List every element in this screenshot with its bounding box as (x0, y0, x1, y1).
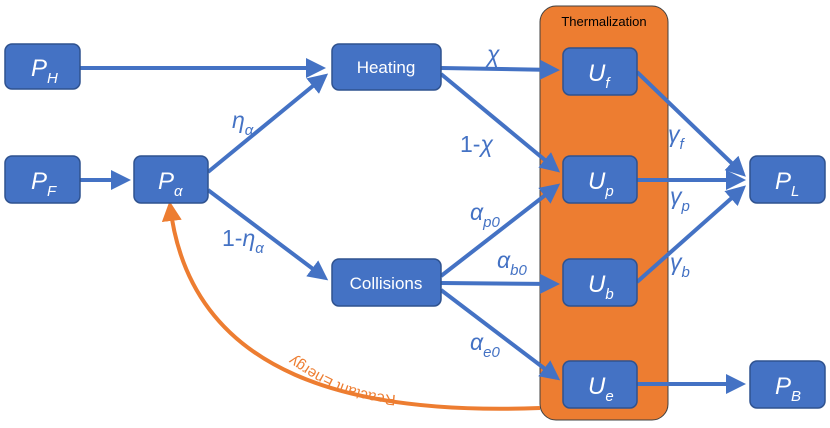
node-heating: Heating (331, 43, 442, 91)
node-collisions: Collisions (331, 258, 442, 307)
node-u-b-label: Ub (588, 271, 614, 303)
label-gamma-p: γp (670, 183, 690, 215)
reactant-energy-arrow (161, 201, 541, 411)
node-p-l: PL (749, 155, 826, 204)
node-u-e-label: Ue (588, 373, 614, 405)
node-u-f-label: Uf (588, 60, 611, 92)
edge-ub-pl (635, 185, 746, 284)
edge-heating-up (439, 72, 561, 173)
node-u-b-box (562, 258, 638, 307)
node-u-f-box (562, 47, 638, 96)
node-p-l-box (749, 155, 826, 204)
node-p-b: PB (749, 360, 826, 409)
edge-palpha-collisions (206, 188, 329, 281)
node-u-p: Up (562, 155, 638, 204)
node-collisions-box (331, 258, 442, 307)
node-p-f-label: PF (31, 168, 57, 200)
label-alpha-e0: αe0 (470, 329, 500, 361)
edge-collisions-ub (440, 273, 560, 294)
node-p-alpha-box (133, 155, 209, 204)
edge-palpha-heating (206, 73, 329, 174)
label-alpha-p0: αp0 (470, 199, 500, 231)
node-p-h: PH (4, 43, 81, 90)
node-heating-box (331, 43, 442, 91)
label-gamma-b: γb (670, 249, 690, 281)
label-chi: χ (485, 41, 500, 67)
node-u-e: Ue (562, 360, 638, 409)
thermalization-title: Thermalization (561, 14, 646, 29)
edge-heating-uf (440, 59, 560, 80)
node-p-alpha: Pα (133, 155, 209, 204)
label-alpha-b0: αb0 (497, 247, 527, 279)
node-p-l-label: PL (775, 168, 799, 200)
node-p-f-box (4, 155, 81, 204)
label-one-minus-chi: 1-χ (460, 131, 493, 157)
label-one-minus-eta-alpha: 1-ηα (222, 225, 264, 257)
node-p-b-label: PB (775, 373, 801, 405)
nodes: PH PF Pα Heating Collisions Uf Up Ub (4, 43, 826, 409)
thermalization-group: Thermalization (539, 5, 669, 421)
node-u-p-box (562, 155, 638, 204)
edge-labels: ηα 1-ηα χ 1-χ αp0 αb0 αe0 γf γp γb (222, 41, 690, 361)
node-collisions-label: Collisions (350, 274, 423, 293)
node-u-e-box (562, 360, 638, 409)
node-p-h-label: PH (31, 55, 58, 87)
node-p-f: PF (4, 155, 81, 204)
node-u-b: Ub (562, 258, 638, 307)
edges (80, 58, 746, 394)
node-p-alpha-label: Pα (158, 168, 183, 200)
node-p-b-box (749, 360, 826, 409)
node-u-p-label: Up (588, 168, 614, 200)
node-u-f: Uf (562, 47, 638, 96)
label-eta-alpha: ηα (232, 107, 254, 139)
node-p-h-box (4, 43, 81, 90)
thermalization-box (539, 5, 669, 421)
edge-uf-pl (635, 70, 746, 177)
node-heating-label: Heating (357, 58, 416, 77)
label-gamma-f: γf (668, 121, 686, 153)
edge-collisions-up (439, 183, 561, 278)
edge-collisions-ue (439, 288, 561, 381)
